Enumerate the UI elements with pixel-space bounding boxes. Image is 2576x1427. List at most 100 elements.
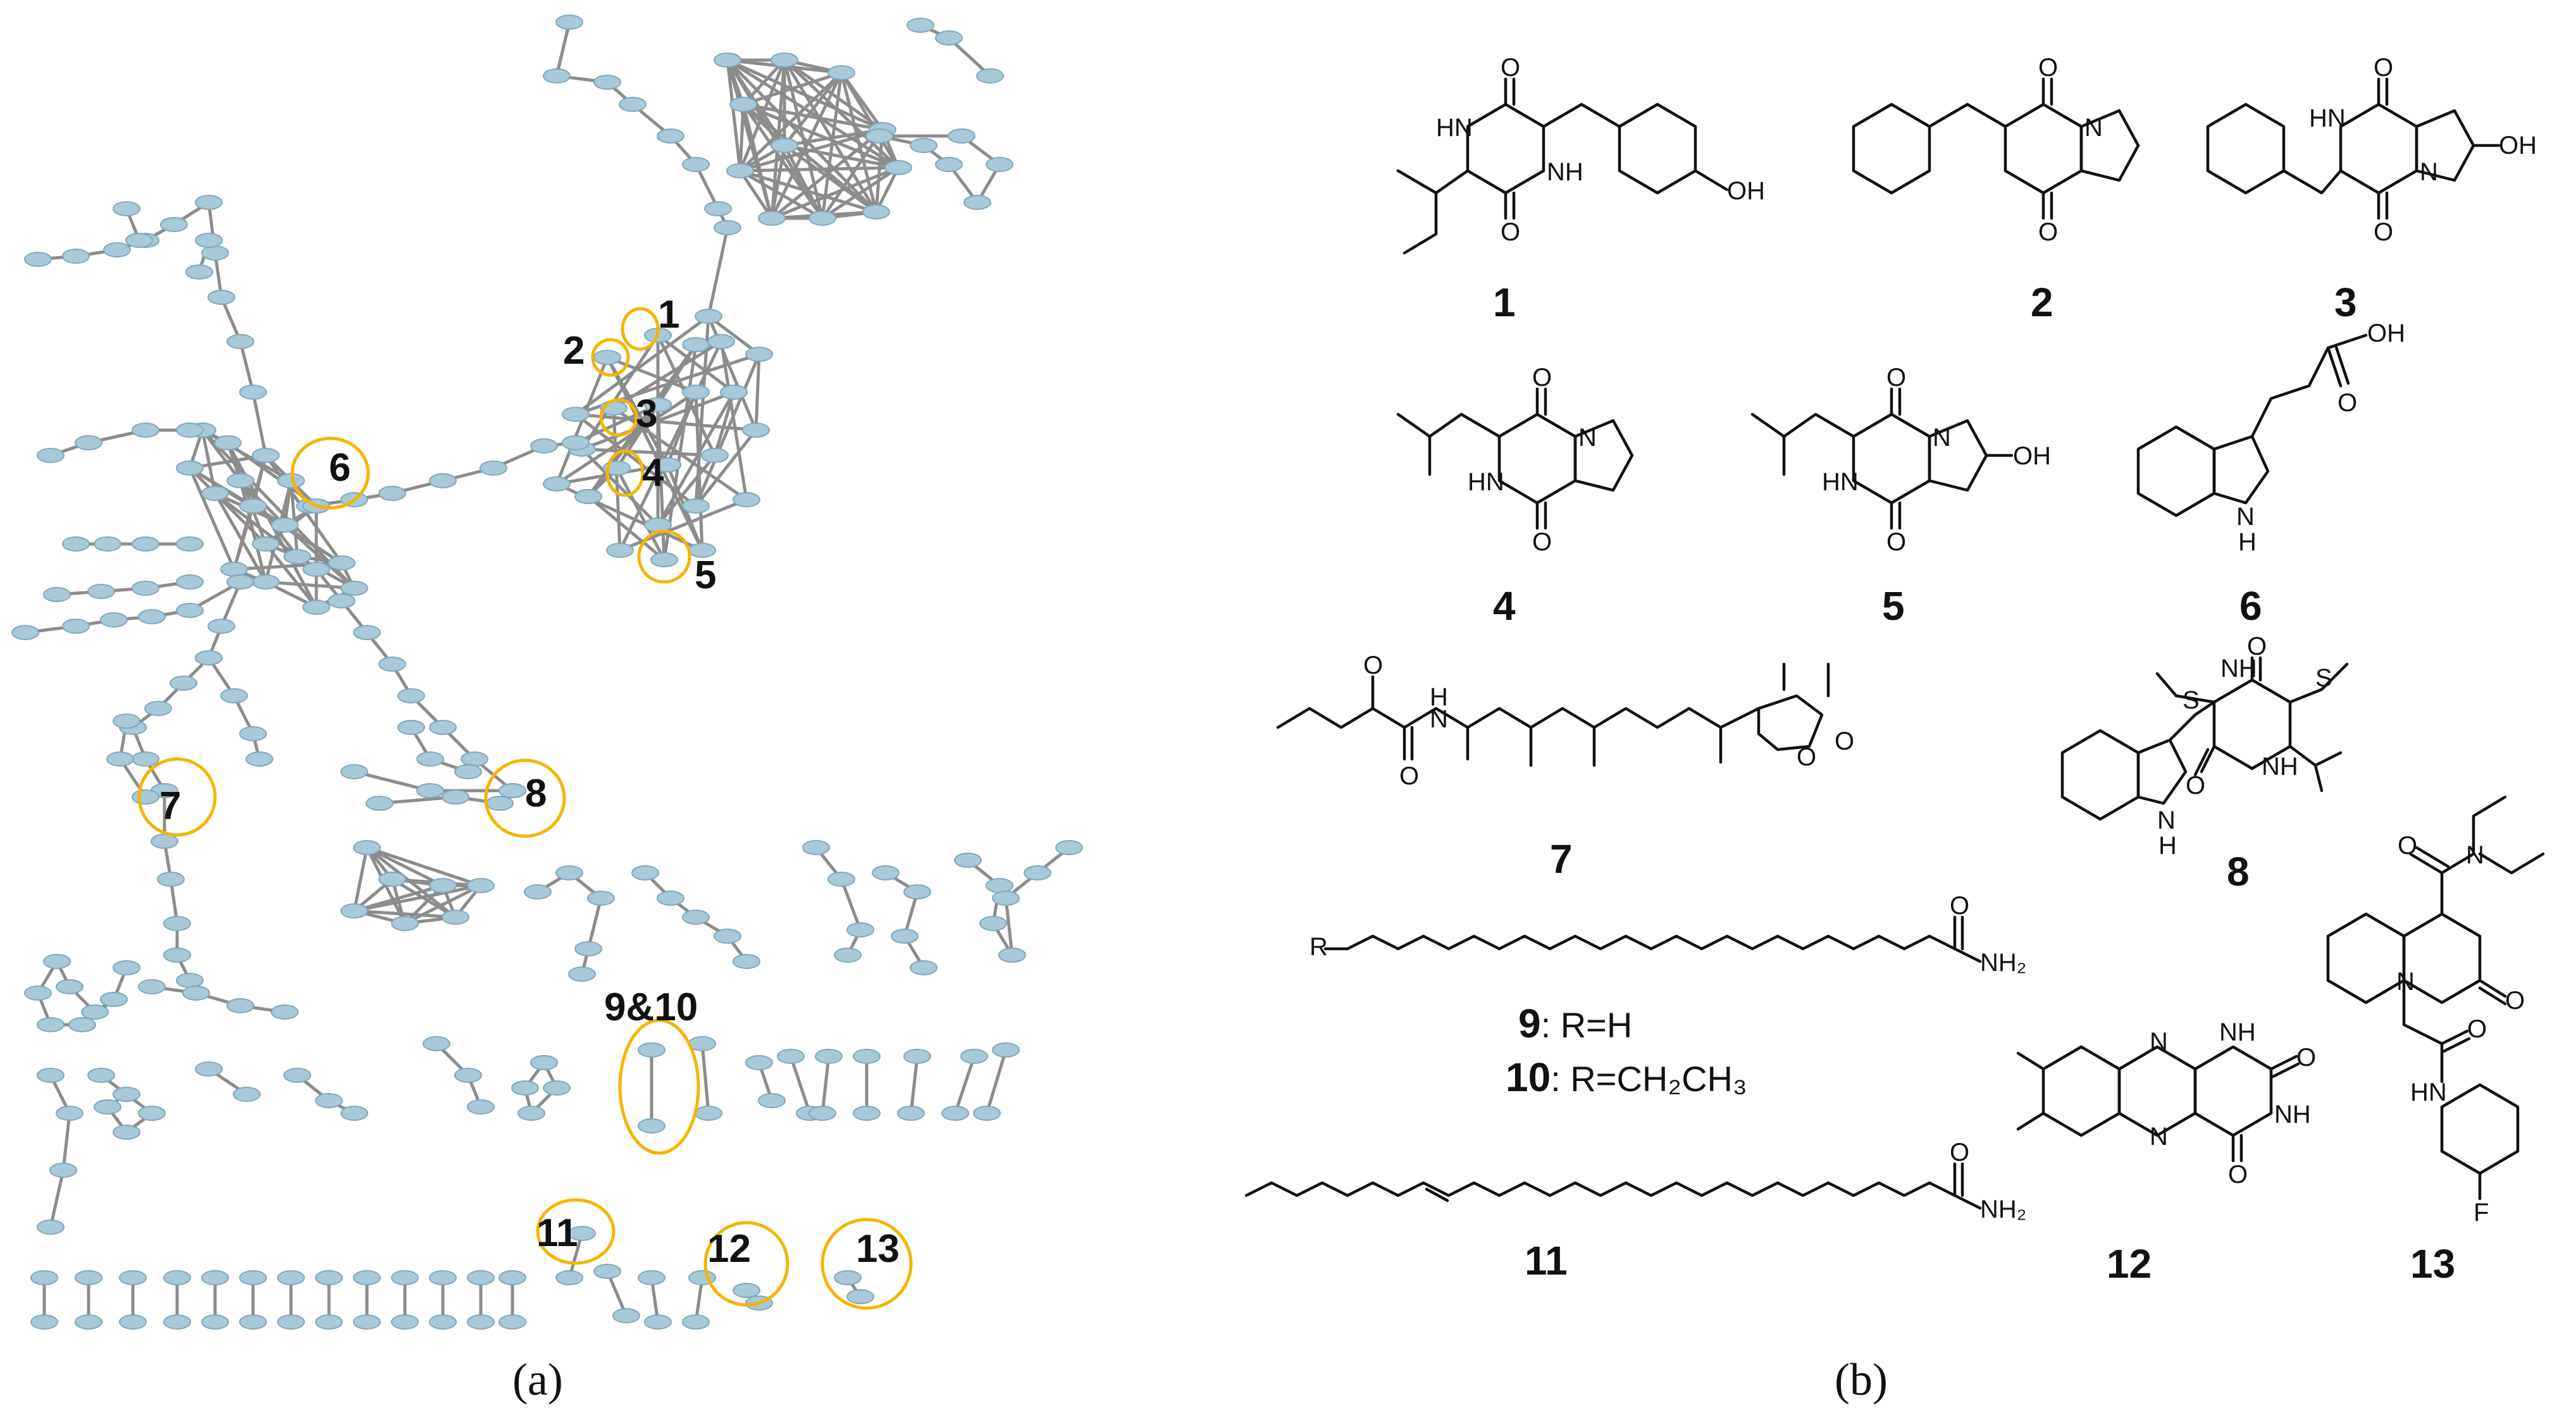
network-node [733, 1283, 760, 1298]
network-node [714, 220, 741, 235]
c12-o-bot: O [2228, 1161, 2248, 1189]
network-node [233, 1087, 261, 1102]
network-edge [612, 407, 622, 551]
network-edge [909, 1056, 919, 1114]
network-node [132, 423, 159, 438]
c8-h: H [2158, 832, 2177, 860]
network-node [163, 948, 191, 963]
network-node [777, 1049, 805, 1064]
network-node [391, 1314, 419, 1330]
panel-a-caption: (a) [512, 1354, 563, 1405]
network-node [220, 688, 248, 703]
network-node [568, 967, 596, 982]
network-node [340, 581, 368, 596]
compound-3-structure: O HN N OH O 3 [2206, 54, 2537, 325]
c6-h: H [2238, 528, 2257, 556]
network-node [132, 751, 159, 767]
c11-o: O [1950, 1139, 1969, 1166]
c6-n: N [2236, 503, 2255, 531]
network-node [378, 486, 406, 501]
cluster-label-1: 1 [658, 293, 679, 337]
network-node [43, 954, 71, 969]
network-node [30, 1270, 58, 1285]
network-edge [820, 128, 884, 219]
network-edge [953, 1056, 976, 1114]
ring-8 [484, 758, 566, 838]
network-node [176, 423, 204, 438]
network-node [113, 960, 140, 975]
network-node [328, 555, 356, 571]
network-edge [354, 909, 456, 919]
network-edge [1004, 898, 1014, 956]
network-node [302, 562, 330, 577]
network-node [593, 350, 621, 365]
network-node [423, 1036, 450, 1051]
network-node [195, 195, 223, 210]
network-edge [657, 334, 735, 393]
c4-o-bot: O [1532, 528, 1552, 556]
network-node [195, 233, 223, 248]
c13-n-ring: N [2396, 968, 2415, 996]
network-edge [581, 448, 659, 526]
network-edge [783, 144, 877, 214]
network-node [11, 625, 39, 640]
network-edge [783, 59, 900, 169]
compound-11-structure: O NH₂ 11 [1244, 1139, 2026, 1283]
network-node [726, 163, 754, 178]
network-edge [694, 354, 761, 507]
c8-nh-top: NH [2220, 655, 2257, 683]
network-edge [726, 59, 742, 171]
network-node [562, 407, 590, 422]
ring-11 [536, 1198, 616, 1265]
network-edge [657, 454, 716, 526]
network-edge [555, 390, 697, 486]
network-edge [581, 447, 715, 457]
network-node [353, 1314, 381, 1330]
network-node [226, 473, 254, 488]
network-node [429, 473, 457, 488]
network-edge [839, 879, 862, 930]
network-edge [738, 104, 745, 171]
network-node [853, 1049, 881, 1064]
c2-o-top: O [2038, 54, 2058, 82]
r-group-list: 9: R=H 10: R=CH₂CH₃ [1506, 1001, 1747, 1100]
c5-hn: HN [1822, 468, 1859, 496]
network-node [226, 574, 254, 590]
compound-1-structure: O HN NH O OH 1 [1396, 54, 1765, 325]
network-node [653, 457, 681, 473]
network-edge [783, 59, 824, 219]
compound-2-structure: O N O 2 [1852, 54, 2140, 325]
network-node [903, 1049, 931, 1064]
network-node [442, 789, 469, 805]
network-edge [587, 495, 666, 561]
network-node [138, 609, 166, 624]
compound-7-structure: O H N O O O 7 [1276, 652, 1854, 882]
c2-o-bot: O [2038, 218, 2058, 246]
compound-number-3: 3 [2334, 280, 2357, 325]
network-node [555, 15, 583, 30]
cluster-label-12: 12 [707, 1227, 751, 1271]
network-node [30, 1314, 58, 1330]
network-node [397, 688, 425, 703]
network-edge [754, 354, 761, 431]
c7-o-methoxy: O [1363, 652, 1383, 679]
network-node [808, 211, 836, 226]
network-edge [742, 103, 786, 147]
network-node [480, 460, 507, 476]
network-edge [783, 144, 824, 219]
network-edge [214, 492, 299, 558]
c3-o-top: O [2374, 54, 2393, 82]
c9-r: R [1310, 933, 1328, 961]
network-node [742, 423, 770, 438]
network-node [277, 1314, 305, 1330]
network-node [733, 954, 760, 969]
c4-hn: HN [1468, 468, 1504, 496]
c3-o-bot: O [2374, 218, 2393, 246]
c3-n: N [2420, 158, 2438, 186]
network-edge [656, 391, 736, 526]
ring-13 [820, 1218, 913, 1310]
network-node [612, 1308, 640, 1323]
network-node [239, 1314, 267, 1330]
network-node [682, 157, 710, 172]
network-edge [784, 128, 883, 147]
